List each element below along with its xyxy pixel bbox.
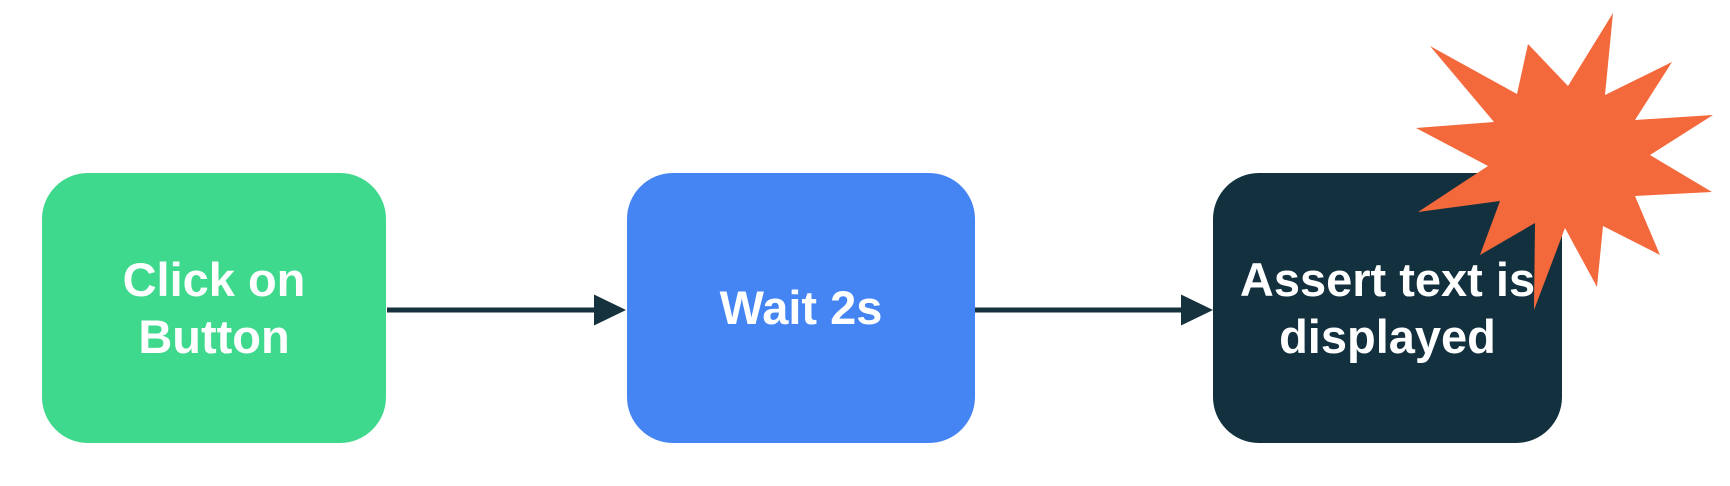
node-assert-text-displayed: Assert text is displayed [1213, 173, 1562, 443]
node-click-on-button: Click on Button [42, 173, 386, 443]
arrowhead-icon [594, 294, 626, 326]
connector-arrow-1 [387, 294, 626, 326]
node-label: Assert text is displayed [1239, 252, 1536, 363]
arrowhead-icon [1181, 294, 1213, 326]
node-label: Click on Button [122, 252, 306, 363]
connector-arrow-2 [975, 294, 1213, 326]
node-label: Wait 2s [719, 281, 883, 335]
node-wait-2s: Wait 2s [627, 173, 975, 443]
